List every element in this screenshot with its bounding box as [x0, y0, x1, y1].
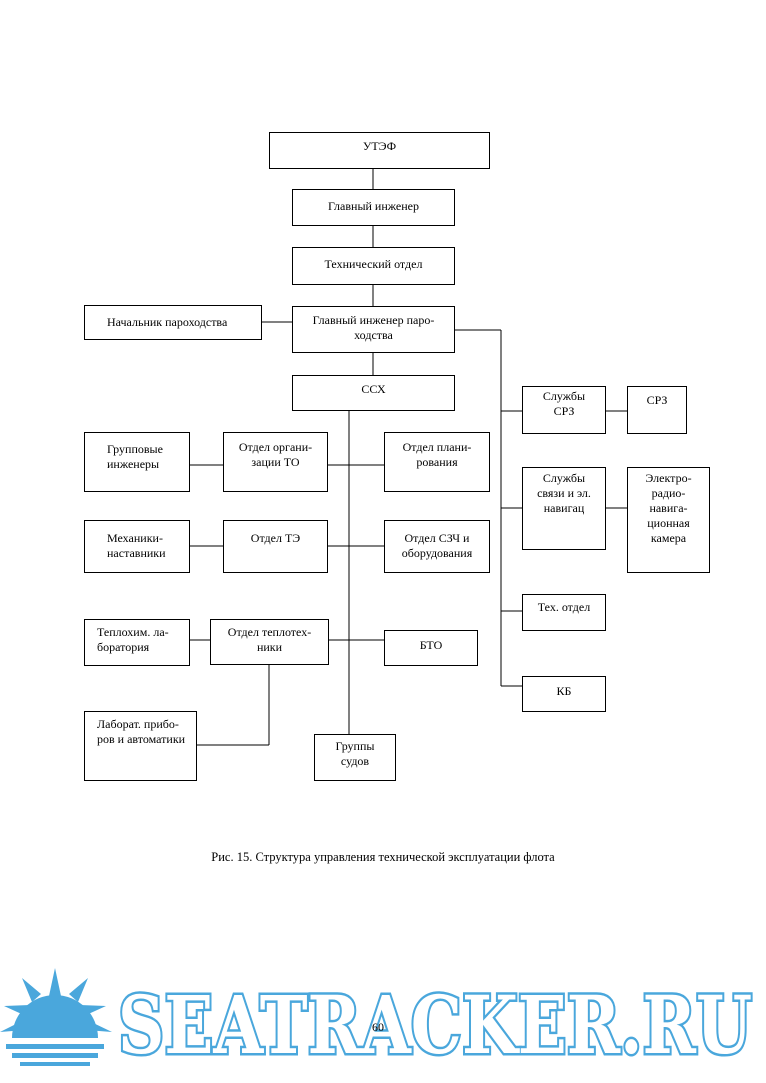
node-uteф: УТЭФ: [269, 132, 490, 169]
node-label: Службы СРЗ: [542, 389, 586, 418]
node-label: Теплохим. ла- боратория: [97, 625, 169, 654]
watermark-text: SEATRACKER.RU: [118, 978, 752, 1072]
node-label: СРЗ: [646, 393, 668, 407]
node-group-engineers: Групповые инженеры: [84, 432, 190, 492]
sun-icon: [0, 968, 112, 1066]
node-label: Группы судов: [335, 739, 375, 768]
node-bto: БТО: [384, 630, 478, 666]
node-label: Отдел органи- зации ТО: [238, 440, 313, 469]
node-label: Отдел теплотех- ники: [227, 625, 312, 654]
node-label: Механики- наставники: [107, 531, 166, 560]
page-number: 60: [372, 1020, 384, 1034]
node-label: Главный инженер паро- ходства: [312, 313, 435, 342]
node-srz-services: Службы СРЗ: [522, 386, 606, 434]
node-mech-mentors: Механики- наставники: [84, 520, 190, 573]
node-dept-heat: Отдел теплотех- ники: [210, 619, 329, 665]
node-label: УТЭФ: [362, 139, 397, 153]
node-label: Отдел плани- рования: [402, 440, 472, 469]
node-label: Отдел ТЭ: [250, 531, 301, 545]
node-kb: КБ: [522, 676, 606, 712]
connector-lines: [189, 168, 628, 746]
node-electro-camera: Электро- радио- навига- ционная камера: [627, 467, 710, 573]
node-label: Групповые инженеры: [107, 442, 163, 471]
node-label: Главный инженер: [328, 199, 419, 213]
node-shipping-head: Начальник пароходства: [84, 305, 262, 340]
node-label: БТО: [419, 638, 443, 652]
node-label: Начальник пароходства: [107, 315, 228, 329]
node-label: ССХ: [361, 382, 386, 396]
node-label: Технический отдел: [324, 257, 423, 271]
node-ship-groups: Группы судов: [314, 734, 396, 781]
node-dept-te: Отдел ТЭ: [223, 520, 328, 573]
node-dept-org-to: Отдел органи- зации ТО: [223, 432, 328, 492]
node-label: Отдел СЗЧ и оборудования: [401, 531, 473, 560]
node-chief-engineer-shipping: Главный инженер паро- ходства: [292, 306, 455, 353]
node-label: Службы связи и эл. навигац: [537, 471, 591, 515]
node-label: Тех. отдел: [537, 600, 591, 614]
node-srz: СРЗ: [627, 386, 687, 434]
node-label: КБ: [556, 684, 572, 698]
node-label: Электро- радио- навига- ционная камера: [645, 471, 692, 545]
node-thermo-lab: Теплохим. ла- боратория: [84, 619, 190, 666]
watermark-logo: SEATRACKER.RU: [0, 968, 755, 1075]
node-chief-engineer: Главный инженер: [292, 189, 455, 226]
node-dept-planning: Отдел плани- рования: [384, 432, 490, 492]
node-dept-szch: Отдел СЗЧ и оборудования: [384, 520, 490, 573]
node-comm-services: Службы связи и эл. навигац: [522, 467, 606, 550]
node-tech-dept: Технический отдел: [292, 247, 455, 285]
figure-caption: Рис. 15. Структура управления техническо…: [211, 850, 555, 864]
node-ssh: ССХ: [292, 375, 455, 411]
node-tech-dept-2: Тех. отдел: [522, 594, 606, 631]
node-label: Лаборат. прибо- ров и автоматики: [97, 717, 186, 746]
node-lab-instruments: Лаборат. прибо- ров и автоматики: [84, 711, 197, 781]
